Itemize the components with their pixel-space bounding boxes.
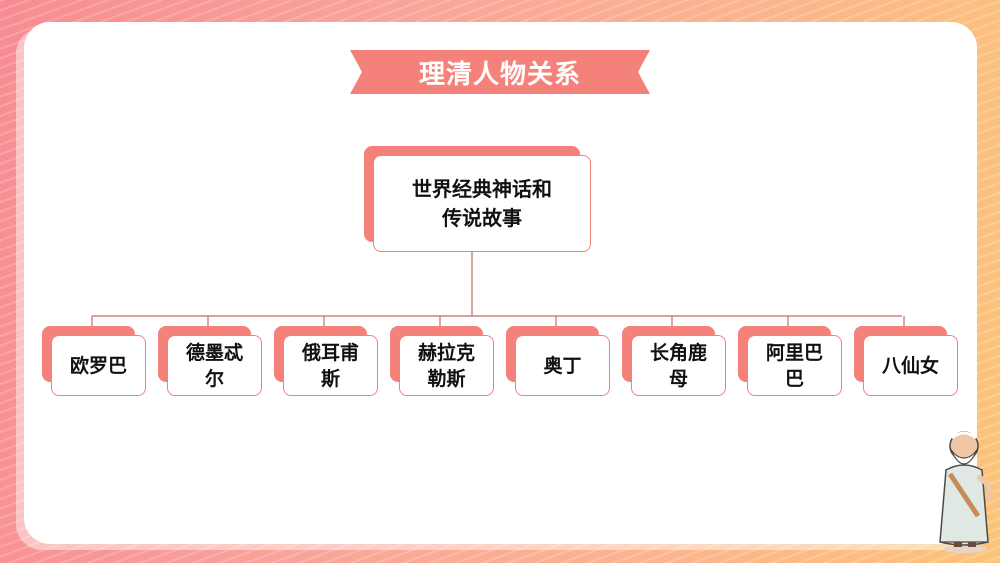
child-node: 奥丁 xyxy=(515,335,610,396)
child-node-label-line1: 欧罗巴 xyxy=(69,354,127,377)
title-banner: 理清人物关系 xyxy=(350,50,650,94)
child-node: 阿里巴巴 xyxy=(747,335,842,396)
child-node: 德墨忒尔 xyxy=(167,335,262,396)
child-node-label-line2: 母 xyxy=(668,367,688,390)
child-node-label-line1: 赫拉克 xyxy=(417,341,475,364)
child-node-label-line1: 奥丁 xyxy=(543,354,582,377)
child-node-label-line1: 长角鹿 xyxy=(649,341,707,364)
page-title: 理清人物关系 xyxy=(418,59,581,90)
child-node: 赫拉克勒斯 xyxy=(399,335,494,396)
child-node-label-line1: 德墨忒 xyxy=(185,341,243,364)
greek-philosopher-figure-icon xyxy=(939,431,994,553)
root-node-label-line2: 传说故事 xyxy=(442,205,522,230)
root-node-label-line1: 世界经典神话和 xyxy=(412,176,552,201)
child-node-label-line1: 八仙女 xyxy=(881,354,939,377)
content-card xyxy=(24,22,977,544)
child-node: 长角鹿母 xyxy=(631,335,726,396)
root-node: 世界经典神话和 传说故事 xyxy=(373,155,591,252)
child-node-label-line2: 勒斯 xyxy=(427,367,466,390)
child-node: 八仙女 xyxy=(863,335,958,396)
child-node-label-line1: 阿里巴 xyxy=(765,341,823,364)
child-node-label-line2: 斯 xyxy=(320,367,340,390)
child-node-label-line1: 俄耳甫 xyxy=(301,341,359,364)
child-node-label-line2: 巴 xyxy=(784,367,804,390)
child-node-label-line2: 尔 xyxy=(204,367,224,390)
child-node: 欧罗巴 xyxy=(51,335,146,396)
child-node: 俄耳甫斯 xyxy=(283,335,378,396)
